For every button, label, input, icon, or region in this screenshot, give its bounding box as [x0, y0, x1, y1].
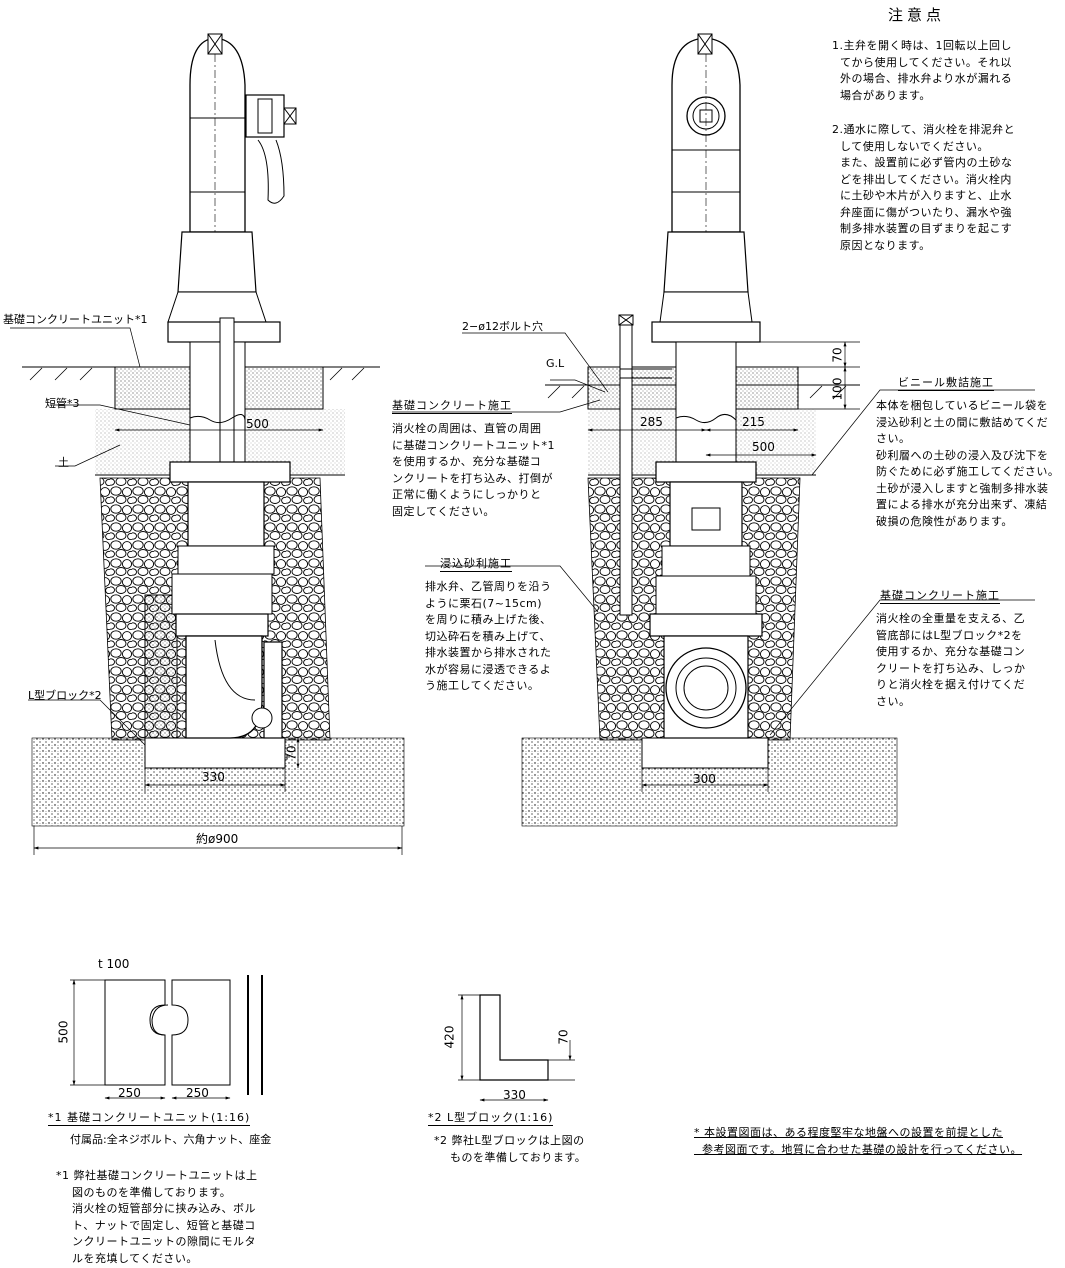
- callout-vinyl-text: 本体を梱包しているビニール袋を 浸込砂利と土の間に敷詰めてくだ さい。 砂利層へ…: [876, 399, 1060, 528]
- unit-caption-attach: 付属品:全ネジボルト、六角ナット、座金: [70, 1133, 272, 1146]
- label-l-block: L型ブロック*2: [28, 689, 102, 702]
- dim-285: 285: [640, 415, 663, 429]
- dim-500-right: 500: [752, 440, 775, 454]
- callout-base-text: 消火栓の全重量を支える、乙 管底部にはL型ブロック*2を 使用するか、充分な基礎…: [876, 612, 1026, 708]
- dim-t100: t 100: [98, 957, 130, 971]
- block-caption-note: *2 弊社L型ブロックは上図の ものを準備しております。: [434, 1134, 587, 1164]
- dim-70-left: 70: [284, 745, 299, 761]
- label-soil: 土: [58, 456, 69, 469]
- callout-vinyl-title: ビニール敷詰施工: [898, 376, 994, 391]
- callout-concrete-text: 消火栓の周囲は、直管の周囲 に基礎コンクリートユニット*1 を使用するか、充分な…: [392, 422, 555, 518]
- note-1: 1.主弁を開く時は、1回転以上回し てから使用してください。それ以 外の場合、排…: [832, 39, 1013, 102]
- dim-330-block: 330: [503, 1088, 526, 1102]
- footer-note: * 本設置図面は、ある程度堅牢な地盤への設置を前提とした 参考図面です。地質に合…: [694, 1126, 1023, 1156]
- label-bolt-hole: 2−ø12ボルト穴: [462, 320, 543, 333]
- dim-330-left: 330: [202, 770, 225, 784]
- dim-250-a: 250: [118, 1086, 141, 1100]
- dim-500-unit: 500: [56, 1020, 71, 1044]
- label-gl: G.L: [546, 357, 565, 370]
- dim-420: 420: [442, 1025, 457, 1049]
- note-2: 2.通水に際して、消火栓を排泥弁と して使用しないでください。 また、設置前に必…: [832, 123, 1016, 252]
- label-kiso-unit: 基礎コンクリートユニット*1: [3, 313, 148, 326]
- callout-base-title: 基礎コンクリート施工: [880, 589, 1000, 604]
- l-block-detail: [458, 994, 575, 1102]
- unit-caption-note: *1 弊社基礎コンクリートユニットは上 図のものを準備しております。 消火栓の短…: [56, 1169, 258, 1265]
- callout-concrete-title: 基礎コンクリート施工: [392, 399, 512, 414]
- dim-300: 300: [693, 772, 716, 786]
- unit-caption-title: *1 基礎コンクリートユニット(1:16): [48, 1111, 251, 1126]
- callout-gravel-text: 排水弁、乙管周りを沿う ように栗石(7~15cm) を周りに積み上げた後、 切込…: [425, 580, 552, 692]
- dim-100-right: 100: [830, 377, 845, 401]
- label-tankan: 短管*3: [45, 397, 80, 410]
- right-section-view: [392, 33, 1035, 827]
- block-caption-title: *2 L型ブロック(1:16): [428, 1111, 554, 1126]
- concrete-unit-detail: [70, 975, 263, 1100]
- dim-70-block: 70: [556, 1029, 571, 1045]
- dim-70-right: 70: [830, 347, 845, 363]
- callout-gravel-title: 浸込砂利施工: [440, 557, 512, 572]
- dim-900: 約ø900: [196, 832, 239, 846]
- left-section-view: [10, 33, 405, 855]
- notes-title: 注意点: [888, 6, 946, 24]
- dim-215: 215: [742, 415, 765, 429]
- dim-500-left: 500: [246, 417, 269, 431]
- dim-250-b: 250: [186, 1086, 209, 1100]
